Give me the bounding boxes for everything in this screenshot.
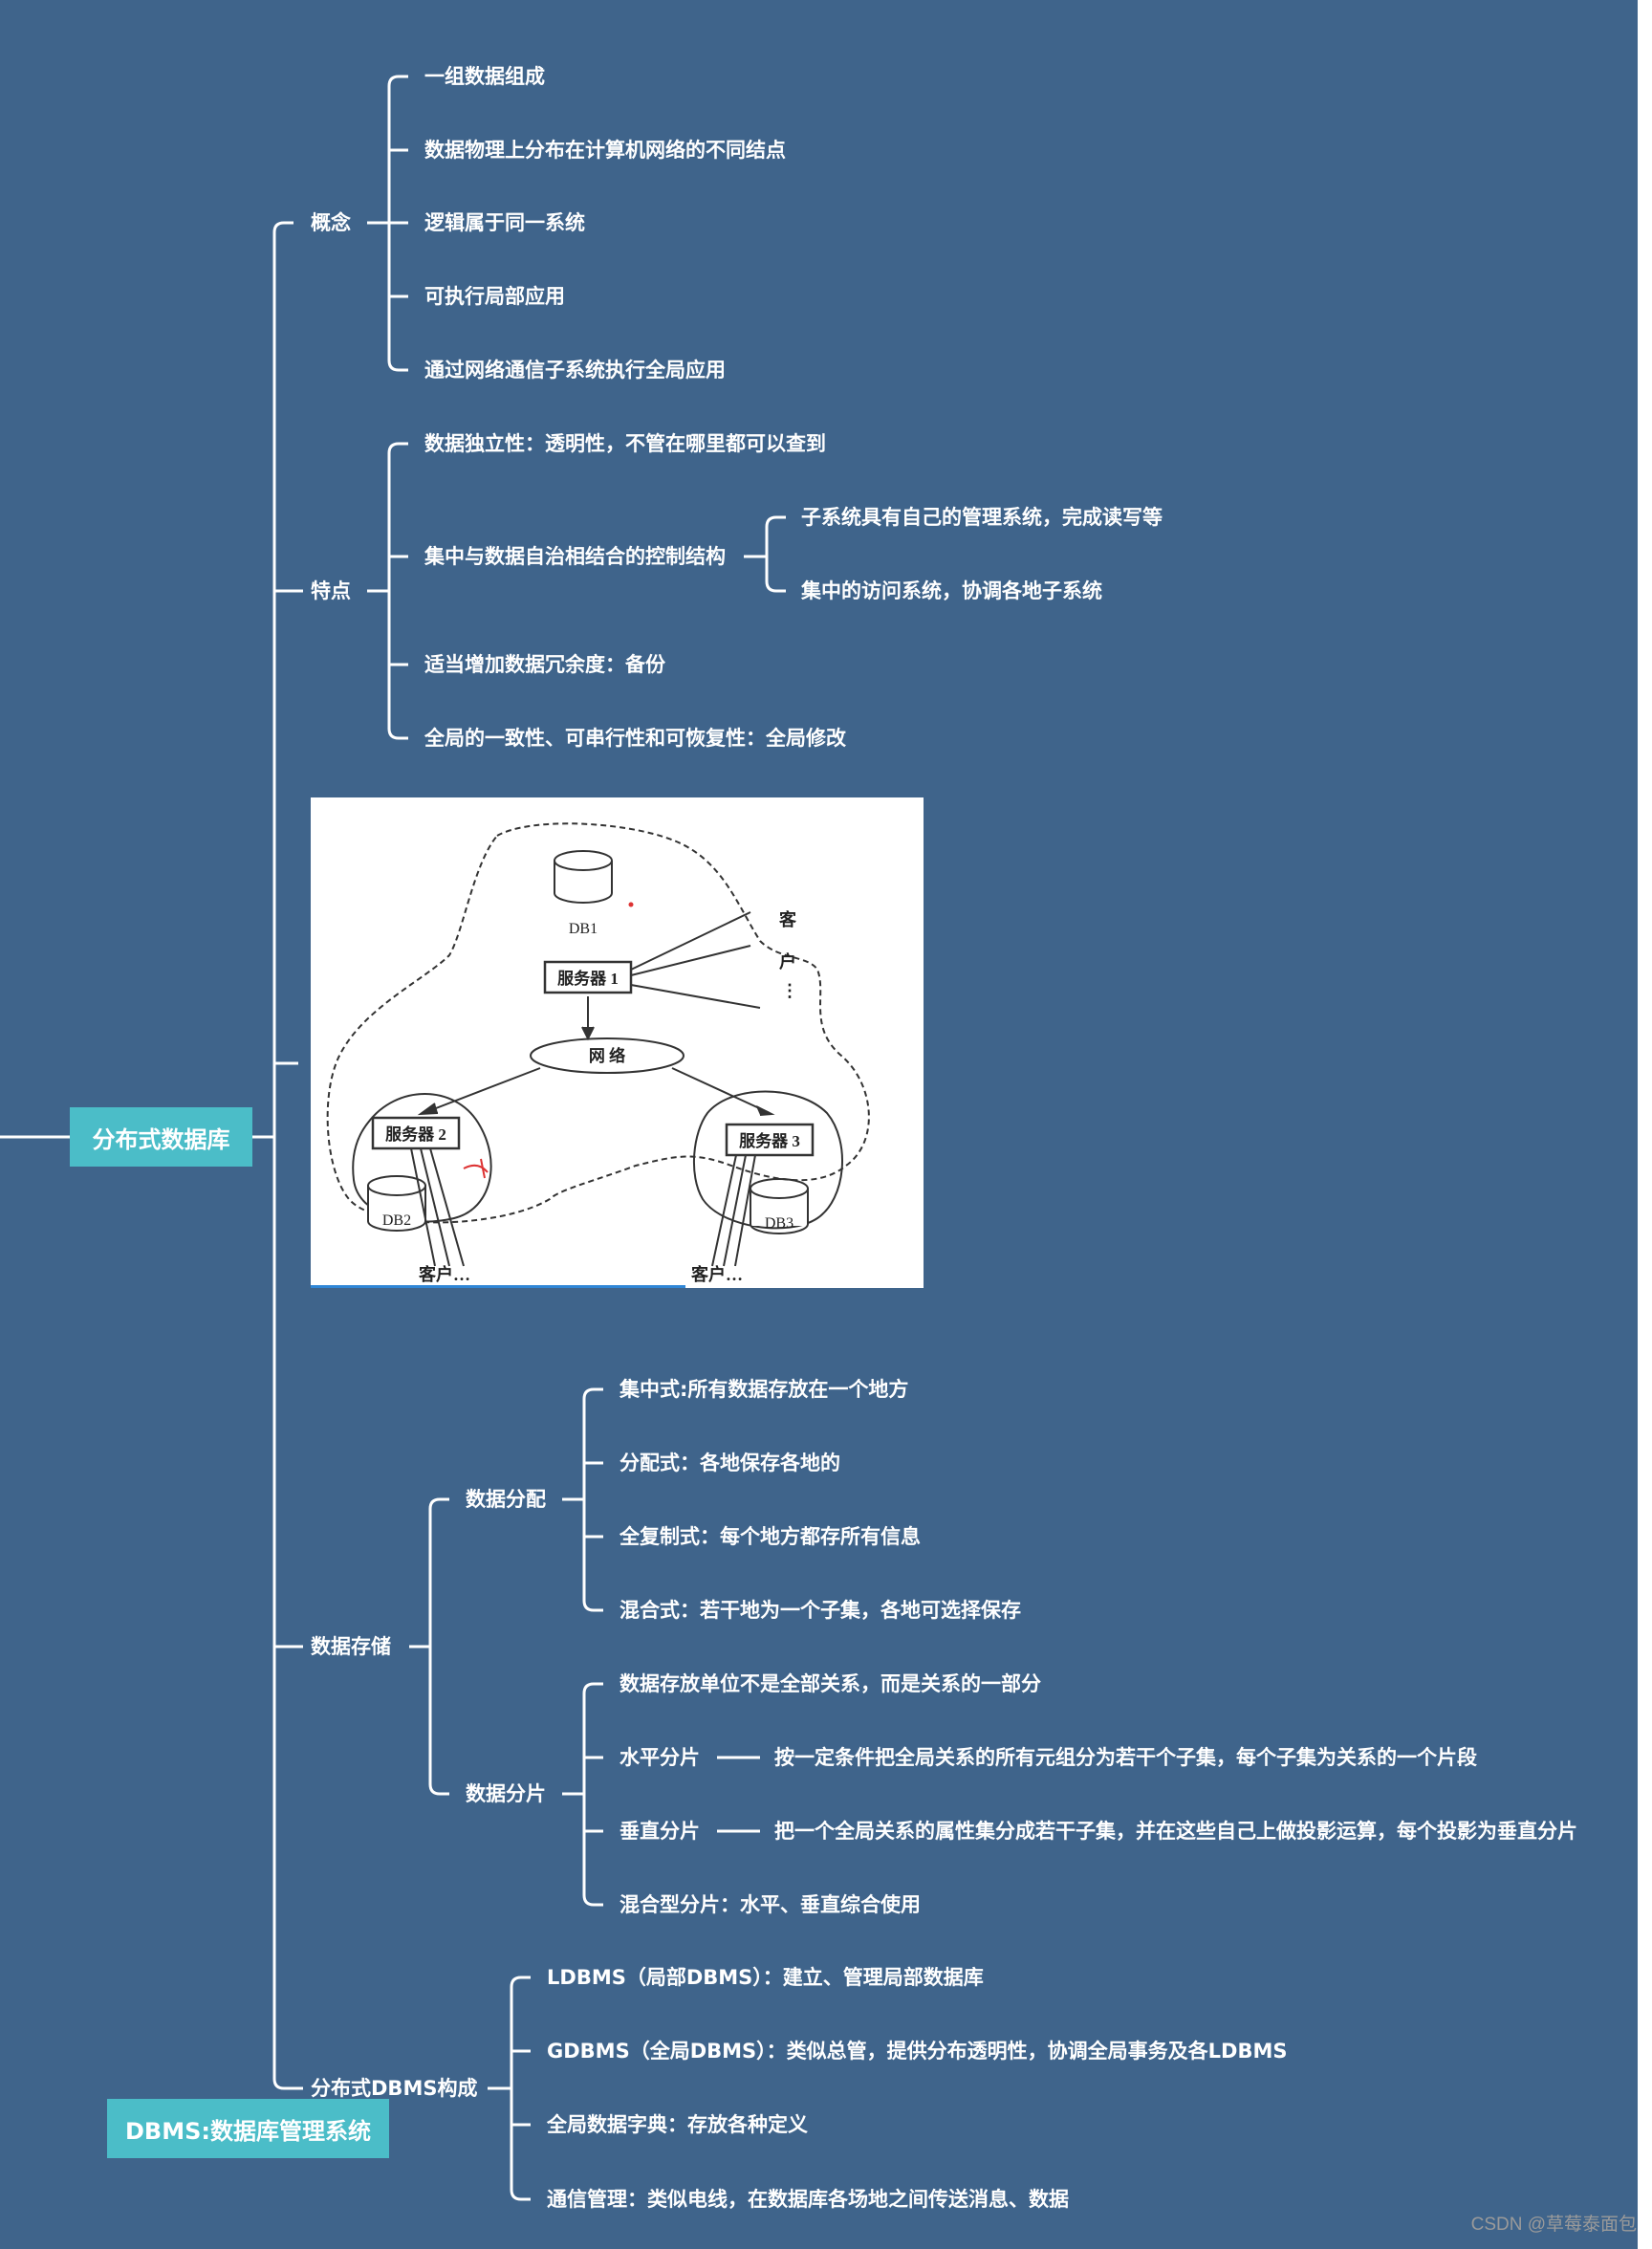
dbms-item[interactable]: GDBMS（全局DBMS）：类似总管，提供分布透明性，协调全局事务及各LDBMS: [547, 2040, 1288, 2063]
server3-label: 服务器 3: [739, 1131, 800, 1150]
architecture-diagram-image: DB1 服务器 1 客 户 ⋮ 网 络 服务器 2 服务器 3 DB2 DB3 …: [311, 797, 924, 1288]
dbms-node[interactable]: 分布式DBMS构成: [311, 2077, 478, 2100]
client-right-label: 客户…: [691, 1264, 743, 1284]
control-child[interactable]: 子系统具有自己的管理系统，完成读写等: [801, 506, 1163, 529]
concept-item[interactable]: 一组数据组成: [424, 65, 545, 88]
vertical-fragment-desc[interactable]: 把一个全局关系的属性集分成若干子集，并在这些自己上做投影运算，每个投影为垂直分片: [774, 1820, 1577, 1843]
dbms-item[interactable]: 全局数据字典：存放各种定义: [547, 2113, 808, 2136]
dbms-item[interactable]: 通信管理：类似电线，在数据库各场地之间传送消息、数据: [547, 2188, 1069, 2211]
vertical-fragment-node[interactable]: 垂直分片: [620, 1820, 700, 1843]
features-node[interactable]: 特点: [311, 579, 351, 602]
server1-label: 服务器 1: [557, 969, 619, 988]
fragmentation-node[interactable]: 数据分片: [466, 1782, 546, 1805]
features-item[interactable]: 数据独立性：透明性，不管在哪里都可以查到: [424, 432, 826, 455]
network-label: 网 络: [589, 1046, 625, 1065]
db2-label: DB2: [382, 1212, 411, 1229]
dbms-item[interactable]: LDBMS（局部DBMS）：建立、管理局部数据库: [547, 1966, 984, 1989]
root-node[interactable]: 分布式数据库: [70, 1107, 252, 1167]
db1-label: DB1: [569, 921, 598, 937]
features-item-control[interactable]: 集中与数据自治相结合的控制结构: [424, 545, 726, 568]
client-char: ⋮: [781, 981, 798, 1000]
image-underline: [311, 1285, 685, 1288]
control-child[interactable]: 集中的访问系统，协调各地子系统: [801, 579, 1102, 602]
db3-label: DB3: [765, 1215, 793, 1232]
distribution-node[interactable]: 数据分配: [466, 1488, 546, 1511]
watermark: CSDN @草莓泰面包: [1470, 2215, 1637, 2235]
client-char: 客: [779, 909, 797, 929]
distribution-item[interactable]: 分配式：各地保存各地的: [620, 1452, 840, 1474]
distribution-item[interactable]: 集中式:所有数据存放在一个地方: [620, 1378, 909, 1401]
concept-item[interactable]: 数据物理上分布在计算机网络的不同结点: [424, 139, 786, 162]
distribution-item[interactable]: 混合式：若干地为一个子集，各地可选择保存: [620, 1599, 1021, 1622]
client-char: 户: [779, 951, 796, 972]
concept-node[interactable]: 概念: [311, 211, 351, 234]
concept-item[interactable]: 通过网络通信子系统执行全局应用: [424, 359, 726, 382]
fragmentation-item[interactable]: 混合型分片：水平、垂直综合使用: [620, 1893, 921, 1916]
concept-item[interactable]: 可执行局部应用: [424, 285, 565, 308]
dbms-note-label[interactable]: DBMS:数据库管理系统: [107, 2099, 389, 2158]
features-item[interactable]: 适当增加数据冗余度：备份: [424, 653, 665, 676]
concept-item[interactable]: 逻辑属于同一系统: [424, 211, 585, 234]
client-left-label: 客户…: [419, 1264, 470, 1284]
horizontal-fragment-node[interactable]: 水平分片: [620, 1746, 700, 1769]
horizontal-fragment-desc[interactable]: 按一定条件把全局关系的所有元组分为若干个子集，每个子集为关系的一个片段: [774, 1746, 1477, 1769]
architecture-diagram-svg: DB1 服务器 1 客 户 ⋮ 网 络 服务器 2 服务器 3 DB2 DB3 …: [326, 822, 870, 1284]
fragmentation-item[interactable]: 数据存放单位不是全部关系，而是关系的一部分: [620, 1672, 1041, 1695]
storage-node[interactable]: 数据存储: [311, 1635, 391, 1658]
distribution-item[interactable]: 全复制式：每个地方都存所有信息: [620, 1525, 921, 1548]
server2-label: 服务器 2: [385, 1124, 446, 1144]
features-item[interactable]: 全局的一致性、可串行性和可恢复性：全局修改: [424, 727, 846, 750]
